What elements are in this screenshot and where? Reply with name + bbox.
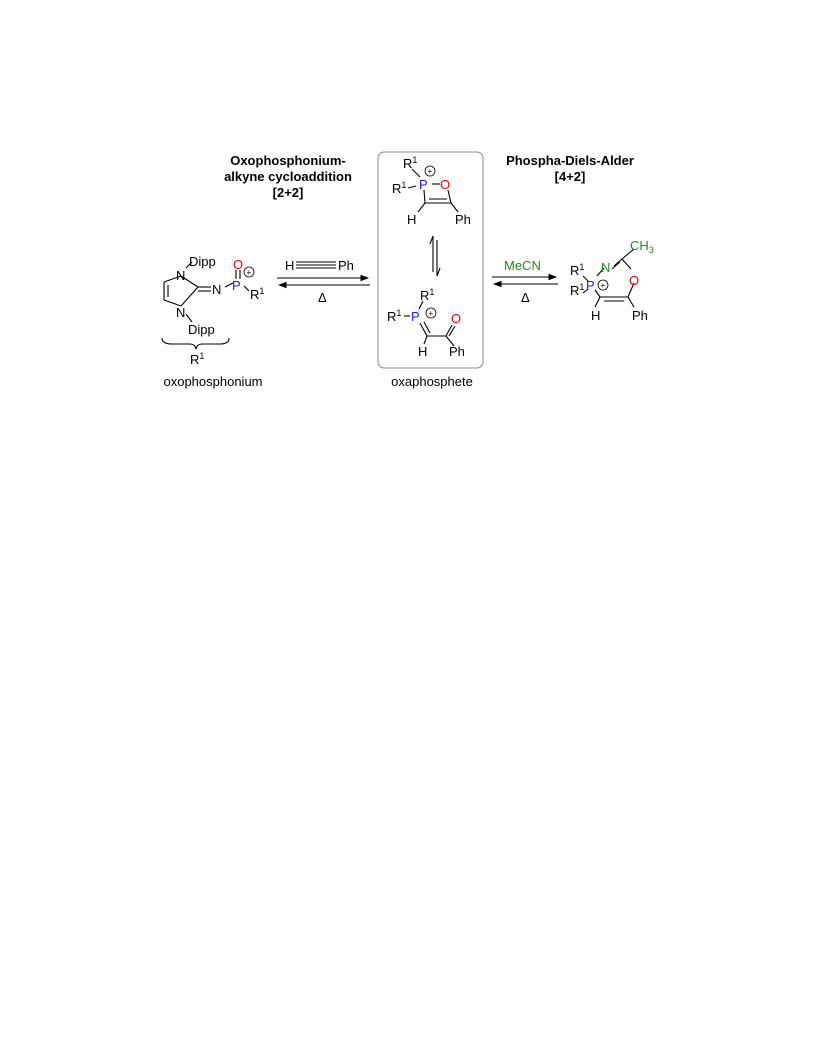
reagent-heat-2: Δ — [521, 290, 530, 305]
product-ch3: CH3 — [630, 238, 654, 255]
step1-arrows: H Ph Δ — [277, 258, 370, 305]
oxaphosphete-ring-structure: + R1 R1 P O H Ph — [392, 155, 471, 227]
oxaphosphete-h: H — [407, 212, 416, 227]
atom-dipp-top: Dipp — [189, 254, 216, 269]
atom-p: P — [232, 278, 241, 293]
atom-n-bottom: N — [176, 305, 185, 320]
atom-n-exo: N — [212, 282, 221, 297]
atom-dipp-bottom: Dipp — [188, 322, 215, 337]
oxophosphonium-structure: Dipp N N Dipp N P O + R1 R1 — [161, 254, 264, 367]
reagent-mecn: MeCN — [504, 258, 541, 273]
brace-r1-label: R1 — [190, 351, 204, 367]
open-chain-structure: + R1 R1 P O H Ph — [387, 287, 465, 359]
reagent-ph: Ph — [338, 258, 354, 273]
oxaphosphete-box — [377, 151, 484, 369]
oxaphosphete-r1-top: R1 — [403, 155, 417, 171]
product-r1-top: R1 — [570, 262, 584, 278]
product-o: O — [629, 273, 639, 288]
oxaphosphete-ph: Ph — [455, 212, 471, 227]
ylide-r1-left: R1 — [387, 308, 401, 324]
product-r1-bottom: R1 — [570, 282, 584, 298]
equilibrium-arrows — [429, 235, 441, 277]
step2-arrows: MeCN Δ — [492, 258, 558, 305]
product-p: P — [586, 278, 595, 293]
heading-diels-alder: Phospha-Diels-Alder [4+2] — [506, 153, 634, 184]
reagent-h: H — [285, 258, 294, 273]
caption-oxophosphonium: oxophosphonium — [163, 374, 263, 389]
ylide-ph: Ph — [449, 344, 465, 359]
oxaphosphete-p: P — [419, 177, 428, 192]
oxaphosphete-r1-left: R1 — [392, 180, 406, 196]
product-n: N — [601, 260, 610, 275]
reagent-heat-1: Δ — [318, 290, 327, 305]
svg-text:+: + — [428, 167, 433, 176]
product-h: H — [591, 308, 600, 323]
product-ph: Ph — [632, 308, 648, 323]
atom-o: O — [233, 257, 243, 272]
diels-alder-product-structure: + CH3 N O P R1 R1 H Ph — [570, 238, 654, 323]
atom-r1: R1 — [250, 286, 264, 302]
ylide-r1-top: R1 — [420, 287, 434, 303]
atom-n-top: N — [176, 268, 185, 283]
ylide-o: O — [451, 311, 461, 326]
heading-cycloaddition: Oxophosphonium- alkyne cycloaddition [2+… — [224, 153, 352, 200]
svg-text:+: + — [429, 309, 434, 318]
ylide-p: P — [411, 309, 420, 324]
ylide-h: H — [418, 344, 427, 359]
plus-charge: + — [247, 268, 252, 277]
svg-text:+: + — [601, 281, 606, 290]
oxaphosphete-o: O — [440, 177, 450, 192]
caption-oxaphosphete: oxaphosphete — [391, 374, 473, 389]
